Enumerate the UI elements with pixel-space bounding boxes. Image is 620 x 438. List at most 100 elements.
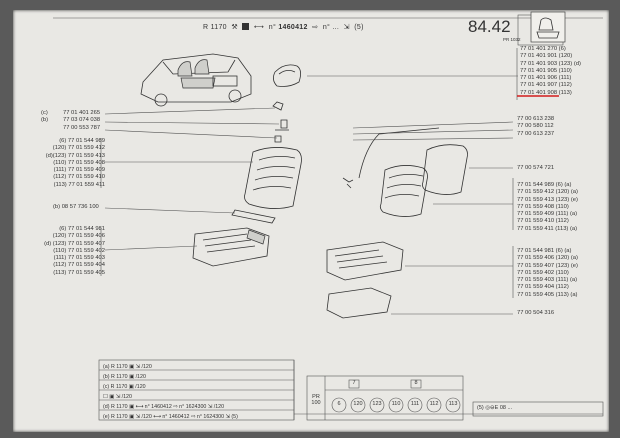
legend-row: (e) R 1170 ▣ ⇲ /120 ⟷ n° 1460412 ⇨ n° 16…: [103, 414, 238, 420]
part-number: 77 01 559 407 (123) (e): [517, 262, 578, 269]
steering-icon: ⚒: [229, 24, 241, 31]
version-code-circle: [445, 397, 461, 413]
backrest-illustration: [244, 147, 302, 209]
footer-note: (5) ◎⊖E 08 ...: [477, 405, 513, 411]
part-number: 77 03 074 038: [63, 117, 101, 124]
part-note: (b): [41, 117, 49, 124]
part-number: 77 01 559 412 (120) (a): [517, 189, 578, 196]
catalog-page: R 1170 ⚒ ⟷ n° 1460412 ⇨ n° ... ⇲ (5) 84.…: [13, 10, 609, 432]
part-number: (112) 77 01 559 410: [53, 174, 105, 181]
version-code-circle: [388, 397, 404, 413]
version-code: 120: [353, 401, 363, 407]
left-top-labels: (c)(b): [41, 110, 48, 125]
part-number: 77 01 559 410 (112): [517, 218, 569, 225]
seat-parts-list: (6) 77 01 544 981(120) 77 01 559 406(d) …: [31, 226, 105, 277]
version-badge-icon: [242, 23, 250, 30]
page-sub: PR 1032: [503, 37, 521, 42]
diagonal-arrow-icon: ⇲: [341, 24, 353, 31]
legend-row: (d) R 1170 ▣ ⟷ n° 1460412 ⇨ n° 1624300 ⇲…: [103, 404, 225, 410]
right-leader-1: [352, 121, 514, 129]
part-number: (113) 77 01 559 405: [53, 269, 105, 276]
part-number: 77 00 613 237: [517, 130, 555, 137]
version-code-circle: [426, 397, 442, 413]
header-series: (5): [354, 24, 364, 31]
seat-leader: [104, 245, 198, 251]
part-number: (120) 77 01 559 406: [52, 233, 105, 240]
part-number: 77 01 559 406 (120) (a): [517, 255, 578, 262]
part-number: 77 01 401 905 (110): [520, 67, 572, 74]
arrow-icon: ⇨: [309, 24, 321, 31]
right-seat-illustration: [326, 241, 404, 281]
right-back-parts: 77 01 544 989 (6) (a)77 01 559 412 (120)…: [517, 182, 578, 233]
parts-diagram: [53, 11, 604, 421]
part-number: 77 01 544 981 (6) (a): [517, 248, 572, 254]
rod-part: [358, 127, 440, 179]
range-icon: ⟷: [251, 24, 267, 31]
version-code: 111: [410, 401, 420, 407]
part-number: (d)(123) 77 01 559 413: [45, 152, 105, 159]
version-code: 6: [337, 401, 341, 407]
ref-prefix: n°: [268, 24, 277, 31]
part-number: (112) 77 01 559 404: [53, 262, 105, 269]
version-code: 110: [391, 401, 401, 407]
part-number: (6) 77 01 544 981: [59, 226, 105, 232]
version-group-a: 7: [352, 380, 356, 386]
version-code-circle: [350, 397, 366, 413]
leader-1: [104, 107, 276, 115]
headrest-illustration: [273, 64, 301, 87]
right-single-part: 77 00 574 721: [517, 165, 555, 171]
part-number: 77 01 559 411 (113) (a): [517, 225, 578, 232]
right-leader-3: [352, 137, 514, 141]
part-number: 77 01 544 989 (6) (a): [517, 182, 572, 188]
page-number: 84.42: [468, 17, 511, 36]
part-note: (c): [41, 110, 48, 116]
part-number: 77 01 559 408 (110): [517, 203, 569, 210]
leader-3: [104, 129, 278, 139]
part-number: (110) 77 01 559 408: [53, 159, 105, 166]
part-number: 77 00 553 787: [63, 124, 101, 131]
seat-thumbnail-drawing: [536, 17, 560, 39]
clip-part: [342, 177, 354, 189]
part-number: (6) 77 01 544 989: [59, 138, 105, 144]
version-code: 113: [448, 401, 458, 407]
legend-row: (c) R 1170 ▣ /120: [103, 384, 146, 390]
part-number: 77 01 559 402 (110): [517, 269, 569, 276]
seat-pad-illustration: [326, 287, 392, 319]
part-number: (120) 77 01 559 412: [52, 145, 105, 152]
version-code: 123: [372, 401, 382, 407]
part-number: 77 01 401 908 (113): [520, 89, 572, 96]
version-code-circle: [407, 397, 423, 413]
seat-illustration: [192, 227, 270, 267]
part-number: 77 01 559 409 (111) (a): [517, 211, 578, 218]
ref-after: n° ...: [322, 24, 340, 31]
version-group-b: 8: [414, 380, 418, 386]
frame-part: (b) 08 57 736 100: [53, 204, 99, 210]
part-number: 77 01 401 901 (120): [520, 53, 573, 60]
ref-number: 1460412: [278, 24, 308, 31]
fastener-parts: [272, 101, 289, 143]
headrest-parts-list: 77 01 401 270 (6)77 01 401 901 (120) 77 0…: [520, 46, 581, 97]
frame-illustration: [231, 209, 276, 224]
model-code: R 1170: [203, 24, 227, 31]
seat-thumbnail-icon: [530, 11, 566, 43]
footer-box: [472, 401, 604, 417]
right-seat-parts: 77 01 544 981 (6) (a)77 01 559 406 (120)…: [517, 248, 578, 299]
legend-row: (a) R 1170 ▣ ⇲ /120: [103, 364, 152, 370]
part-number: 77 01 401 265: [63, 110, 101, 116]
legend-row: ☐ ▣ ⇲ /120: [103, 394, 132, 400]
part-number: 77 01 559 413 (123) (e): [517, 196, 578, 203]
part-number: 77 00 613 238: [517, 116, 555, 122]
part-number: (113) 77 01 559 411: [53, 181, 105, 188]
legend-list: (a) R 1170 ▣ ⇲ /120 (b) R 1170 ▣ /120 (c) …: [103, 362, 238, 422]
right-bottom-part: 77 00 504 316: [517, 310, 555, 316]
version-code-circle: [331, 397, 347, 413]
part-number: 77 00 580 112: [517, 123, 554, 130]
part-number: 77 01 401 270 (6): [520, 46, 566, 52]
frame-leader: [104, 207, 236, 214]
version-code: 112: [429, 401, 439, 407]
legend-row: (b) R 1170 ▣ /120: [103, 374, 146, 380]
part-number: (111) 77 01 559 409: [53, 167, 105, 174]
right-backrest-illustration: [379, 144, 468, 217]
part-number: (110) 77 01 559 402: [53, 247, 105, 254]
right-leader-2: [352, 129, 514, 135]
